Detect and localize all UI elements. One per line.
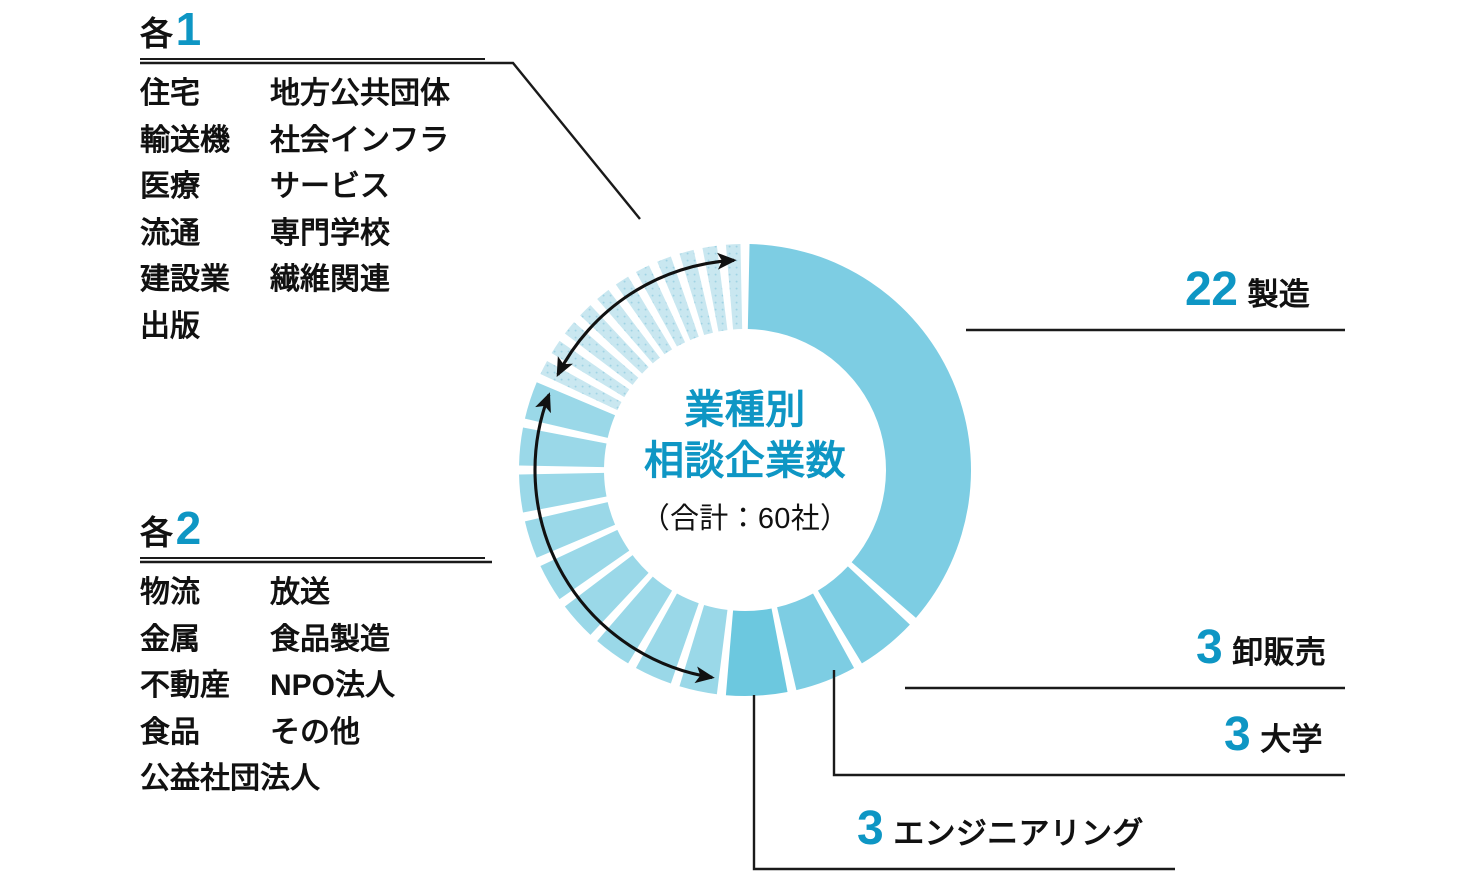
list-item: 専門学校 [270, 216, 390, 250]
callout-university: 3 大学 [1224, 711, 1346, 759]
list-item: 食品製造 [270, 622, 390, 656]
leader-line-university [832, 670, 1345, 777]
list-item: 建設業 [140, 263, 230, 297]
group-each1-prefix: 各 [140, 15, 174, 52]
donut-slice [747, 244, 971, 618]
list-item: 地方公共団体 [270, 77, 450, 110]
callout-wholesale: 3 卸販売 [1196, 624, 1346, 672]
group-each2-heading: 各 2 [140, 505, 485, 551]
callout-university-value: 3 [1224, 708, 1251, 761]
callout-manufacturing-row: 22 製造 [1185, 266, 1345, 314]
list-item: 食品 [140, 715, 200, 749]
callout-manufacturing-label: 製造 [1247, 277, 1311, 312]
callout-wholesale-label: 卸販売 [1232, 635, 1327, 670]
list-item: その他 [270, 715, 360, 749]
list-item: 出版 [140, 309, 200, 343]
group-each2-prefix: 各 [140, 514, 174, 551]
list-item: サービス [270, 170, 390, 204]
group-each1: 各 1 住宅 地方公共団体輸送機 社会インフラ医療 サービス流通 専門学校建設業 繊維関連… [140, 6, 485, 346]
callout-engineering-label: エンジニアリング [893, 816, 1144, 851]
group-each1-count: 1 [175, 3, 202, 55]
donut-slice [725, 608, 788, 697]
donut-slice [777, 593, 855, 691]
list-item: 金属 [140, 622, 200, 656]
callout-manufacturing: 22 製造 [1185, 266, 1345, 314]
leader-line-engineering [752, 695, 1175, 871]
donut-slice [817, 566, 910, 664]
range-arrow-each1 [556, 252, 737, 378]
list-item: 輸送機 [140, 123, 230, 157]
donut-segments [519, 244, 971, 697]
list-item: 物流 [140, 576, 200, 609]
list-item: 流通 [140, 216, 200, 250]
range-arrow-each2 [533, 392, 715, 684]
list-item: 医療 [140, 170, 200, 204]
callout-wholesale-row: 3 卸販売 [1196, 624, 1346, 672]
callout-engineering: 3 エンジニアリング [857, 805, 1175, 853]
list-item: 住宅 [140, 77, 200, 110]
group-each1-list: 住宅 地方公共団体輸送機 社会インフラ医療 サービス流通 専門学校建設業 繊維関連出版 [140, 76, 485, 346]
callout-university-row: 3 大学 [1224, 711, 1346, 759]
callout-wholesale-value: 3 [1196, 621, 1223, 674]
group-each2-rule [140, 557, 485, 559]
group-each1-rule [140, 58, 485, 60]
list-item: 繊維関連 [270, 263, 390, 297]
group-each2-list: 物流 放送金属 食品製造不動産 NPO法人食品 その他公益社団法人 [140, 575, 485, 798]
list-item: NPO法人 [270, 669, 396, 703]
list-item: 公益社団法人 [140, 762, 320, 796]
callout-engineering-row: 3 エンジニアリング [857, 805, 1175, 853]
leader-line-group-each1 [140, 61, 641, 220]
list-item: 放送 [270, 576, 330, 609]
group-each1-heading: 各 1 [140, 6, 485, 52]
donut-slice [725, 244, 743, 330]
group-each2-count: 2 [175, 502, 202, 554]
group-each2: 各 2 物流 放送金属 食品製造不動産 NPO法人食品 その他公益社団法人 [140, 505, 485, 798]
callout-manufacturing-value: 22 [1185, 263, 1238, 316]
list-item: 社会インフラ [270, 123, 450, 157]
callout-university-label: 大学 [1260, 722, 1323, 757]
callout-engineering-value: 3 [857, 802, 884, 855]
list-item: 不動産 [140, 669, 230, 703]
